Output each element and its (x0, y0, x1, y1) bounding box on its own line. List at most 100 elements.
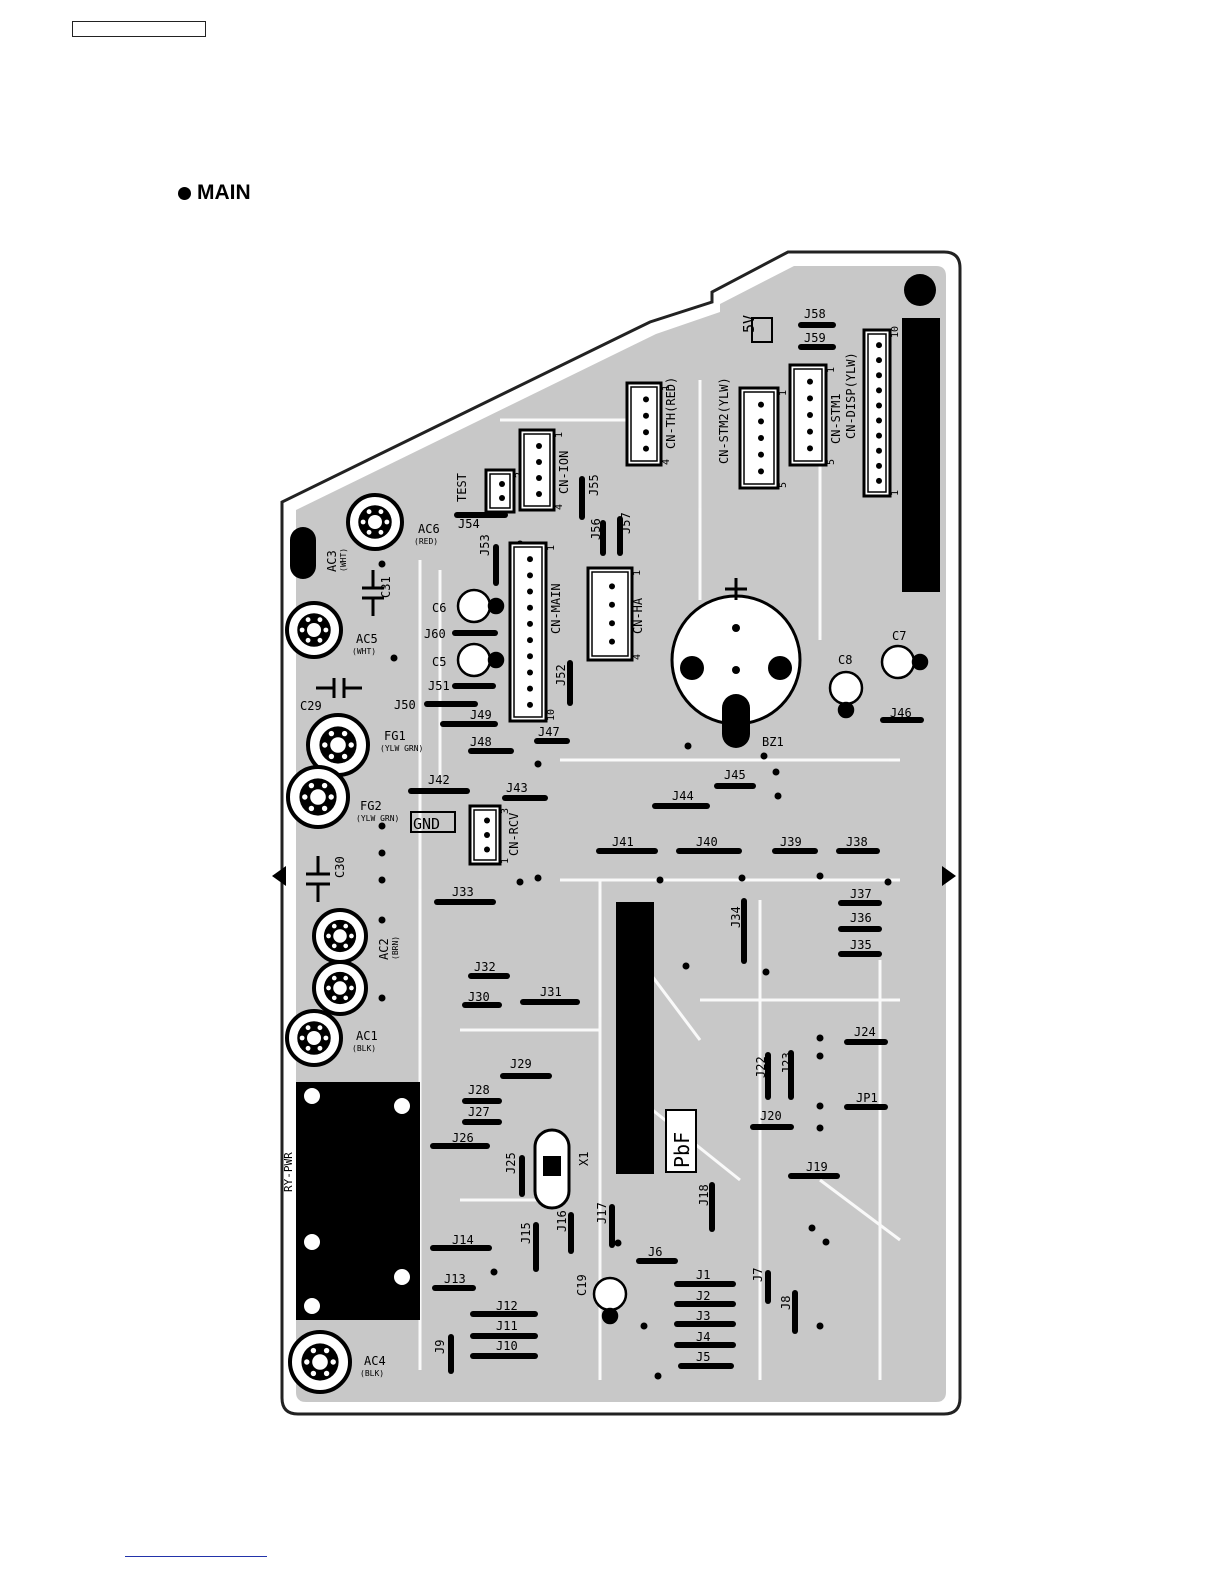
jumper-label: J28 (468, 1083, 490, 1097)
jumper-label: J14 (452, 1233, 474, 1247)
label-c7: C7 (892, 629, 906, 643)
jumper-label: J54 (458, 517, 480, 531)
label-gnd: GND (413, 815, 440, 833)
terminal-ac5: AC5(WHT) (285, 601, 378, 659)
terminal-ac2a (312, 908, 368, 964)
jumper-j3 (674, 1321, 736, 1327)
ceramic-caps (306, 570, 384, 902)
jumper-label: J29 (510, 1057, 532, 1071)
left-arrow-icon (272, 866, 286, 886)
pin-label: 4 (661, 459, 672, 465)
jumper-label: J39 (780, 835, 802, 849)
terminal-ac2b (312, 960, 368, 1016)
jumper-j31 (520, 999, 580, 1005)
jumper-j5 (678, 1363, 734, 1369)
pin-label: 4 (554, 504, 565, 510)
section-title-text: MAIN (197, 181, 251, 204)
capacitors (456, 588, 929, 1325)
jumper-label: J22 (754, 1056, 768, 1078)
jumper-j16 (568, 1212, 574, 1254)
jumper-j27 (462, 1119, 502, 1125)
jumper-label: J13 (444, 1272, 466, 1286)
oval-pad (290, 527, 316, 579)
jumper-label: J16 (555, 1210, 569, 1232)
jumper-label: J1 (696, 1268, 710, 1282)
label-jp1: JP1 (856, 1091, 878, 1105)
pin-label: 1 (826, 367, 837, 373)
label-ac3: AC3 (325, 550, 339, 572)
jumper-j44 (652, 803, 710, 809)
terminal-sublabel: (BLK) (360, 1369, 384, 1378)
label-ac2: AC2 (377, 938, 391, 960)
jumper-j36 (838, 926, 882, 932)
terminal-label: AC4 (364, 1354, 386, 1368)
jumper-j14 (430, 1245, 492, 1251)
jumper-label: J47 (538, 725, 560, 739)
jumper-label: J8 (779, 1296, 793, 1310)
terminal-sublabel: (WHT) (352, 647, 376, 656)
jumper-j17 (609, 1204, 615, 1248)
pin-label: 10 (890, 326, 901, 338)
jumper-j23 (788, 1050, 794, 1100)
terminal-label: AC5 (356, 632, 378, 646)
jumper-j1 (674, 1281, 736, 1287)
jumper-j7 (765, 1270, 771, 1304)
pin-label: 1 (500, 858, 511, 864)
jumper-label: J56 (589, 518, 603, 540)
jumper-j13 (432, 1285, 476, 1291)
jumper-jp1b (844, 1104, 888, 1110)
jumper-label: J6 (648, 1245, 662, 1259)
jumper-label: J40 (696, 835, 718, 849)
pin-label: 5 (778, 482, 789, 488)
jumper-j58 (798, 322, 836, 328)
jumper-label: J36 (850, 911, 872, 925)
footer-link-line[interactable] (125, 1556, 267, 1557)
pbf-marking: PbF (670, 1132, 694, 1168)
label-c29: C29 (300, 699, 322, 713)
connector-cn-th: CN-TH(RED)14 (625, 377, 678, 467)
jumper-label: J32 (474, 960, 496, 974)
jumper-j26 (430, 1143, 490, 1149)
jumper-label: J33 (452, 885, 474, 899)
label-c19: C19 (575, 1274, 589, 1296)
jumper-j8 (792, 1290, 798, 1334)
jumper-label: J9 (433, 1340, 447, 1354)
jumper-j53 (493, 544, 499, 586)
jumper-j56 (600, 520, 606, 556)
jumper-j32 (468, 973, 510, 979)
terminal-label: FG1 (384, 729, 406, 743)
jumper-label: J49 (470, 708, 492, 722)
connector-cn-disp: CN-DISP(YLW)101 (844, 326, 901, 498)
jumper-j42 (408, 788, 470, 794)
jumper-label: J26 (452, 1131, 474, 1145)
jumper-label: J48 (470, 735, 492, 749)
jumper-j46 (880, 717, 924, 723)
terminal-sublabel: (YLW GRN) (356, 814, 399, 823)
jumper-j19 (788, 1173, 840, 1179)
jumper-label: J4 (696, 1330, 710, 1344)
connector-label: CN-STM2(YLW) (717, 377, 731, 464)
jumper-j43 (502, 795, 548, 801)
connector-label: TEST (455, 473, 469, 502)
jumper-j2 (674, 1301, 736, 1307)
jumper-label: J57 (619, 512, 633, 534)
header-box (72, 21, 206, 37)
jumper-j54 (454, 512, 508, 518)
terminal-group: AC6(RED)AC5(WHT)FG1(YLW GRN)FG2(YLW GRN)… (285, 493, 440, 1394)
pin-label: 1 (661, 385, 672, 391)
jumper-label: J59 (804, 331, 826, 345)
jumper-j40 (676, 848, 742, 854)
jumper-j57 (617, 516, 623, 556)
jumper-j11 (470, 1333, 538, 1339)
jumper-label: J30 (468, 990, 490, 1004)
jumper-label: J24 (854, 1025, 876, 1039)
connector-label: CN-STM1 (829, 393, 843, 444)
jumper-j60 (452, 630, 498, 636)
pin-label: 10 (546, 709, 557, 721)
jumper-j24 (844, 1039, 888, 1045)
jumper-label: J55 (587, 474, 601, 496)
label-ry-pwr: RY-PWR (282, 1152, 295, 1192)
jumper-label: J53 (478, 534, 492, 556)
